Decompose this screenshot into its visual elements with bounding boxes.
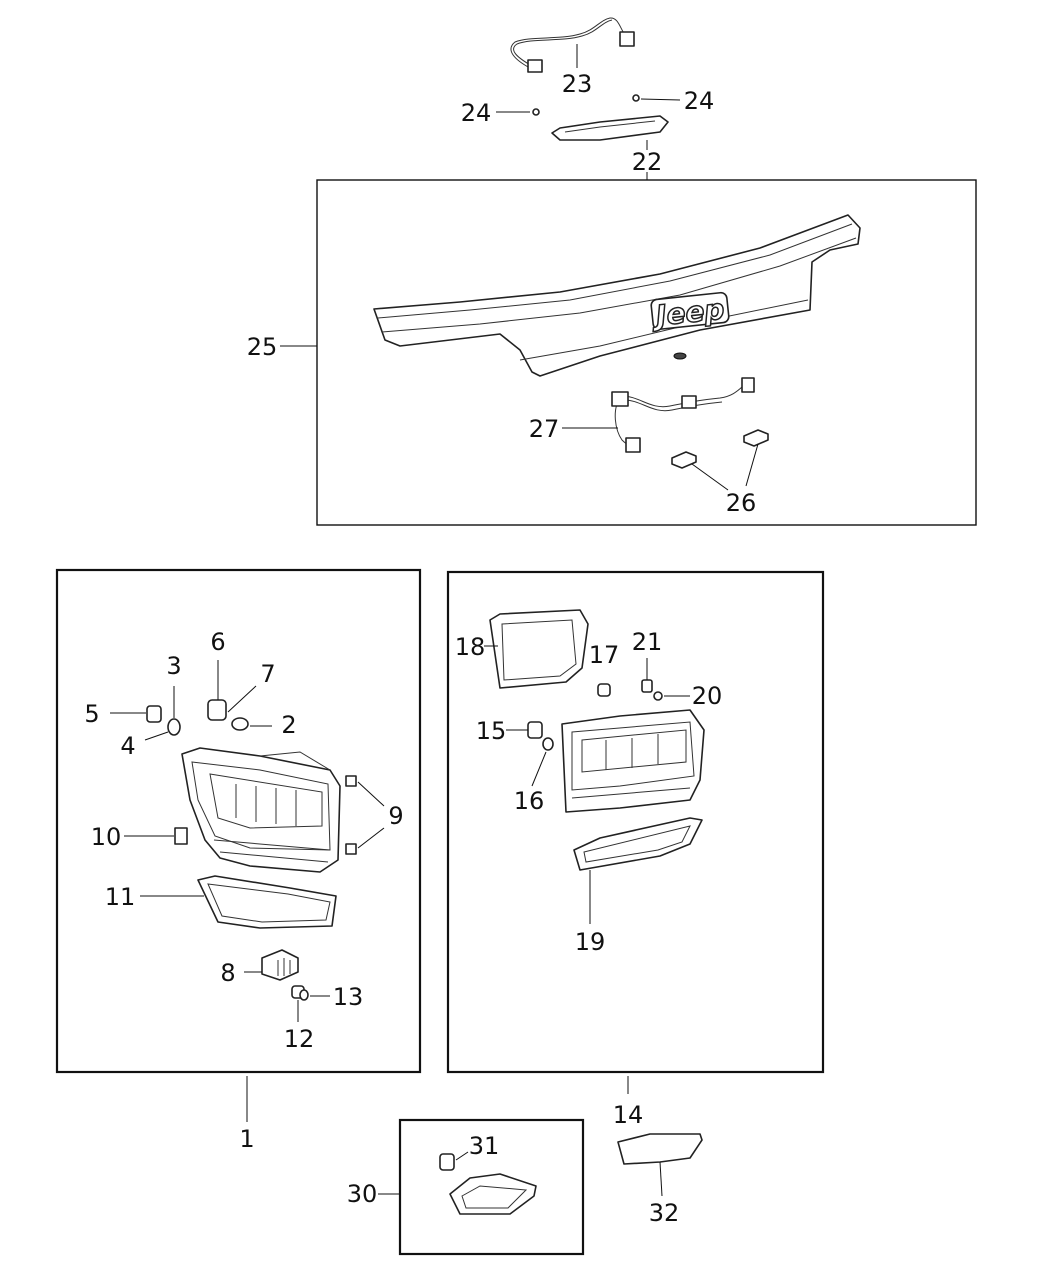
right-liftgate-lamp — [561, 709, 705, 813]
part-31-socket — [439, 1151, 469, 1171]
part-12-13-bulb — [291, 985, 330, 1022]
callout-21: 21 — [632, 628, 663, 656]
callout-32: 32 — [649, 1199, 680, 1227]
callout-14: 14 — [613, 1101, 644, 1129]
part-11-bezel — [140, 875, 337, 929]
part-5-socket — [110, 705, 162, 723]
part-25-group-box — [316, 179, 977, 526]
callout-19: 19 — [575, 928, 606, 956]
callout-23: 23 — [562, 70, 593, 98]
callout-3: 3 — [166, 652, 181, 680]
left-tail-lamp — [181, 747, 341, 873]
callout-31: 31 — [469, 1132, 500, 1160]
part-21-20-fasteners — [641, 658, 690, 701]
callout-22: 22 — [632, 148, 663, 176]
callout-1: 1 — [239, 1125, 254, 1153]
callout-7: 7 — [260, 660, 275, 688]
part-18-gasket — [484, 609, 589, 689]
callout-16: 16 — [514, 787, 545, 815]
part-10-clip — [124, 827, 188, 845]
callout-10: 10 — [91, 823, 122, 851]
callout-26: 26 — [726, 489, 757, 517]
part-1-group-box — [55, 568, 422, 1074]
part-9-clips — [345, 775, 385, 855]
part-2-7-bulb — [227, 685, 272, 731]
callout-labels: 23 24 24 22 25 27 26 6 3 7 5 2 4 9 10 11… — [84, 70, 756, 1227]
callout-13: 13 — [333, 983, 364, 1011]
callout-17: 17 — [589, 641, 620, 669]
callout-27: 27 — [529, 415, 560, 443]
part-25-liftgate-applique — [373, 214, 861, 377]
callout-15: 15 — [476, 717, 507, 745]
part-30-reflector-lamp — [449, 1173, 537, 1215]
part-3-4-bulb — [144, 686, 181, 741]
part-32-reflector — [617, 1133, 703, 1197]
callout-5: 5 — [84, 700, 99, 728]
part-30-group-box — [398, 1118, 585, 1256]
callout-8: 8 — [220, 959, 235, 987]
callout-24-right: 24 — [684, 87, 715, 115]
callout-4: 4 — [120, 732, 135, 760]
part-19-bezel — [573, 817, 703, 924]
part-17-grommet — [597, 683, 611, 697]
callout-24-left: 24 — [461, 99, 492, 127]
callout-20: 20 — [692, 682, 723, 710]
callout-2: 2 — [281, 711, 296, 739]
callout-11: 11 — [105, 883, 136, 911]
part-22-high-mount-lamp — [551, 115, 669, 150]
part-23-wiring-harness — [510, 17, 635, 73]
part-8-socket — [244, 949, 299, 981]
callout-25: 25 — [247, 333, 278, 361]
callout-9: 9 — [388, 802, 403, 830]
part-15-16-socket-bulb — [506, 721, 554, 787]
callout-6: 6 — [210, 628, 225, 656]
part-24-screws — [496, 94, 681, 116]
callout-18: 18 — [455, 633, 486, 661]
part-6-socket — [207, 660, 227, 721]
part-26-license-lamps — [671, 429, 769, 491]
callout-12: 12 — [284, 1025, 315, 1053]
callout-30: 30 — [347, 1180, 378, 1208]
part-14-group-box — [446, 570, 825, 1074]
part-27-wiring — [562, 377, 755, 453]
